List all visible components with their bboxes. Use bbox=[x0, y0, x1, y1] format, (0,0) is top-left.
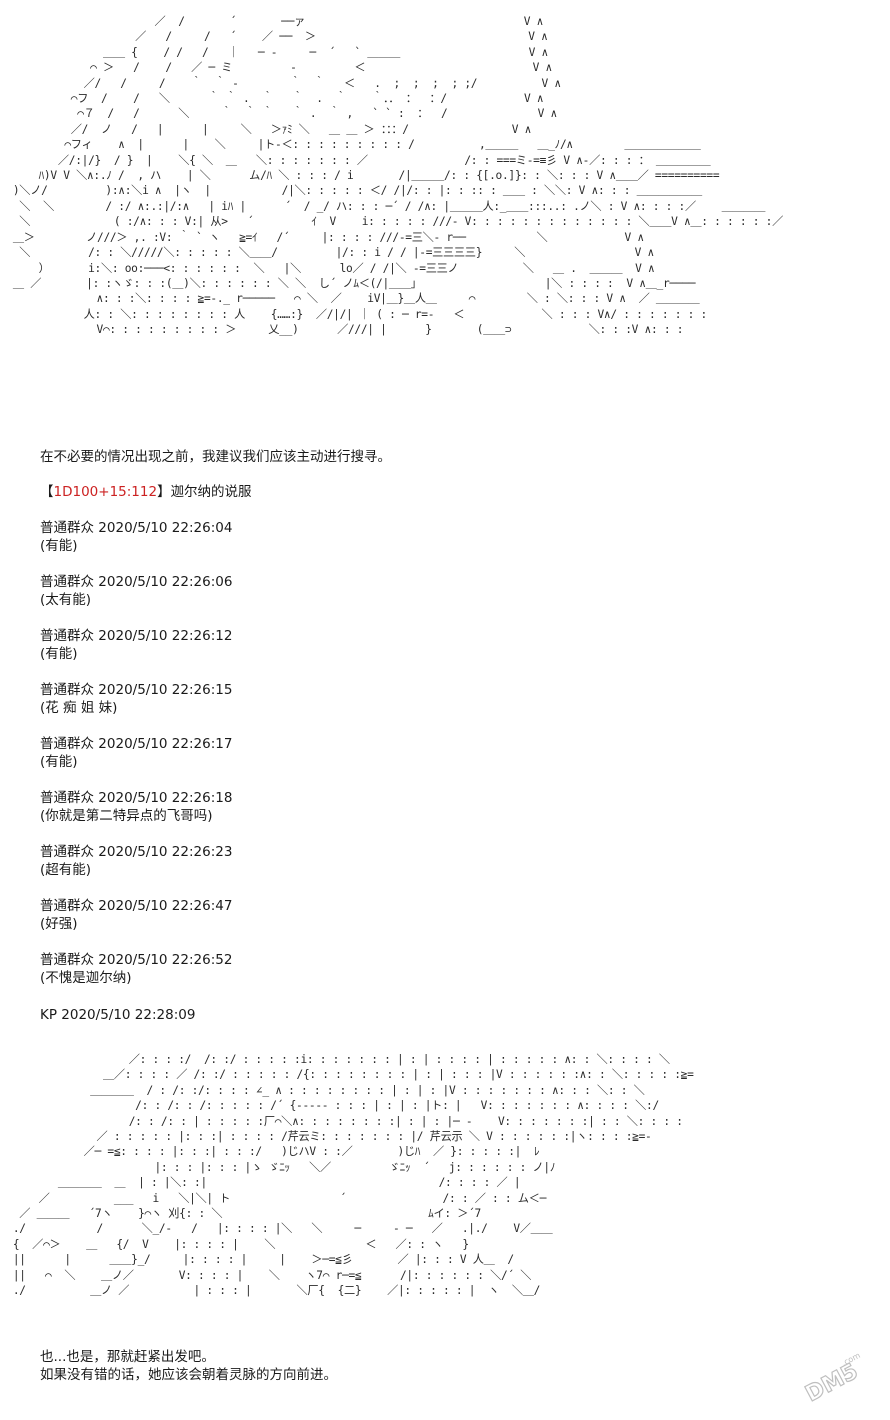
roll-bracket-open: 【 bbox=[40, 484, 54, 500]
comment-text: (有能) bbox=[40, 538, 78, 554]
comment-time: 2020/5/10 22:26:18 bbox=[98, 790, 233, 806]
comment-header: 普通群众 2020/5/10 22:26:52 bbox=[40, 951, 232, 969]
comment-author: 普通群众 bbox=[40, 736, 94, 752]
comment-text: (有能) bbox=[40, 646, 78, 662]
ascii-art-bottom: ／: : : :/ /: :/ : : : : :i: : : : : : : … bbox=[12, 1053, 694, 1298]
ascii-art-top: ／ / ´ ──ァ V ∧ ／ / / ´ ／ ── ＞ V ∧ ＿＿ { / … bbox=[12, 15, 783, 337]
narration-line: 在不必要的情况出现之前，我建议我们应该主动进行搜寻。 bbox=[40, 449, 391, 465]
comment-author: 普通群众 bbox=[40, 628, 94, 644]
site-watermark-logo: DM5 .com bbox=[801, 1352, 863, 1404]
comment-time: 2020/5/10 22:26:15 bbox=[98, 682, 233, 698]
narration-line: 也...也是，那就赶紧出发吧。 bbox=[40, 1349, 215, 1365]
dice-roll-line: 【1D100+15:112】迦尔纳的说服 bbox=[40, 483, 252, 501]
roll-expression: 1D100+15:112 bbox=[53, 484, 158, 500]
comment-text: (太有能) bbox=[40, 592, 92, 608]
comment-time: 2020/5/10 22:26:23 bbox=[98, 844, 233, 860]
comment-text: (超有能) bbox=[40, 862, 92, 878]
comment-author: 普通群众 bbox=[40, 844, 94, 860]
comment-header: 普通群众 2020/5/10 22:26:47 bbox=[40, 897, 232, 915]
roll-bracket-close: 】 bbox=[157, 484, 171, 500]
comment-text: (有能) bbox=[40, 754, 78, 770]
comment-header: 普通群众 2020/5/10 22:26:23 bbox=[40, 843, 232, 861]
watermark-text: DM5 bbox=[802, 1359, 863, 1404]
comment-author: 普通群众 bbox=[40, 790, 94, 806]
comment-author: 普通群众 bbox=[40, 952, 94, 968]
comment-time: 2020/5/10 22:26:06 bbox=[98, 574, 233, 590]
comment-time: 2020/5/10 22:26:52 bbox=[98, 952, 233, 968]
comment-author: 普通群众 bbox=[40, 520, 94, 536]
comment-header: 普通群众 2020/5/10 22:26:04 bbox=[40, 519, 232, 537]
comment-author: 普通群众 bbox=[40, 898, 94, 914]
comment-header: 普通群众 2020/5/10 22:26:18 bbox=[40, 789, 232, 807]
comment-header: 普通群众 2020/5/10 22:26:17 bbox=[40, 735, 232, 753]
comment-text: (不愧是迦尔纳) bbox=[40, 970, 132, 986]
comment-time: 2020/5/10 22:26:47 bbox=[98, 898, 233, 914]
comment-text: (花 痴 姐 妹) bbox=[40, 700, 118, 716]
comment-author: 普通群众 bbox=[40, 574, 94, 590]
comment-header: 普通群众 2020/5/10 22:26:06 bbox=[40, 573, 232, 591]
roll-label: 迦尔纳的说服 bbox=[170, 484, 252, 500]
comment-text: (好强) bbox=[40, 916, 78, 932]
comment-time: 2020/5/10 22:26:17 bbox=[98, 736, 233, 752]
comment-text: (你就是第二特异点的飞哥吗) bbox=[40, 808, 213, 824]
comment-time: 2020/5/10 22:26:12 bbox=[98, 628, 233, 644]
comment-author: 普通群众 bbox=[40, 682, 94, 698]
comment-header: 普通群众 2020/5/10 22:26:12 bbox=[40, 627, 232, 645]
comment-time: 2020/5/10 22:26:04 bbox=[98, 520, 233, 536]
narration-line: 如果没有错的话，她应该会朝着灵脉的方向前进。 bbox=[40, 1367, 337, 1383]
kp-header: KP 2020/5/10 22:28:09 bbox=[40, 1007, 196, 1023]
comment-header: 普通群众 2020/5/10 22:26:15 bbox=[40, 681, 232, 699]
